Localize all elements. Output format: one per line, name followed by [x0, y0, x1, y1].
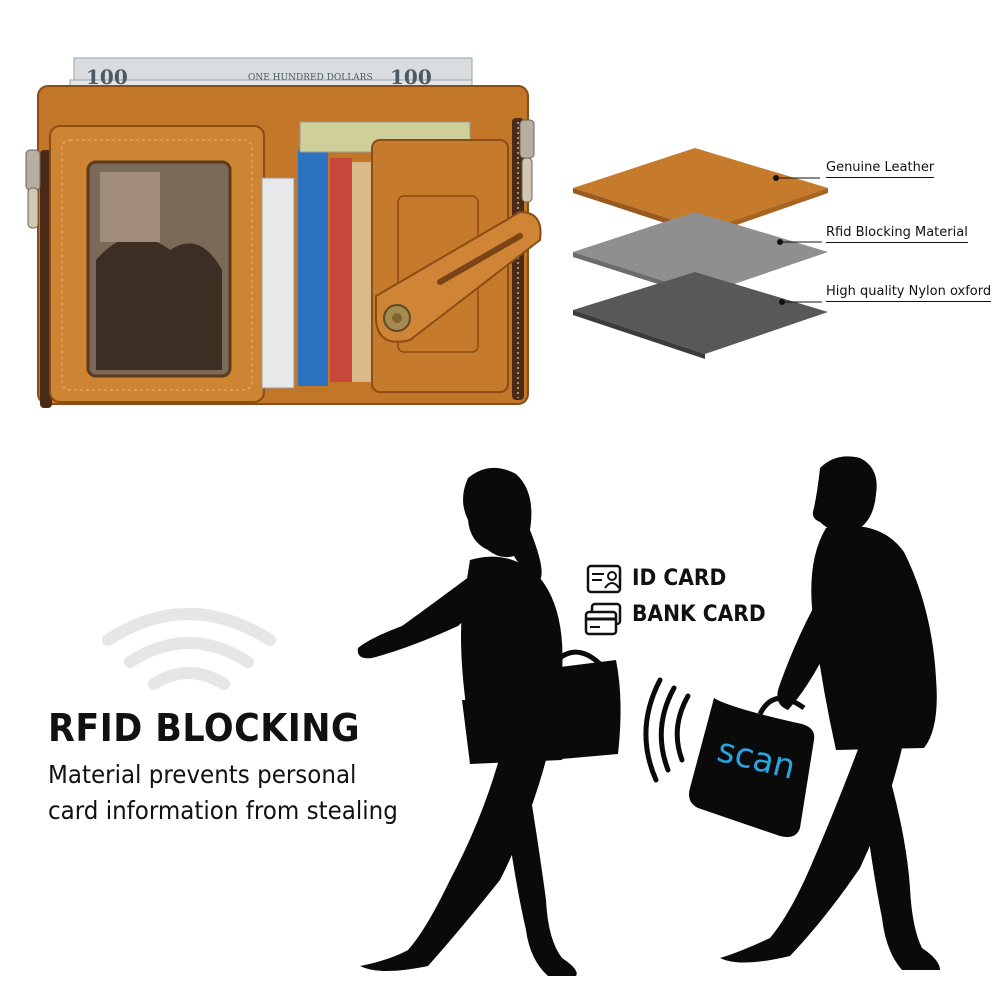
rfid-description-line-2: card information from stealing	[48, 796, 398, 825]
man-silhouette	[643, 456, 940, 970]
rfid-title: RFID BLOCKING	[48, 706, 361, 750]
rfid-description-line-1: Material prevents personal	[48, 760, 357, 789]
woman-silhouette	[357, 467, 621, 976]
wireless-signal-icon	[102, 608, 276, 690]
wallet-illustration: 100 100 ONE HUNDRED DOLLARS 100 100	[25, 57, 542, 408]
layer-rfid-swatch	[573, 212, 828, 294]
layer-nylon-swatch	[573, 272, 828, 354]
bank-card-icon	[584, 602, 622, 636]
bank-card-label: BANK CARD	[632, 602, 766, 627]
banknote-legend: ONE HUNDRED DOLLARS	[248, 73, 373, 83]
material-layers-diagram	[573, 148, 828, 359]
id-card-icon	[586, 564, 622, 594]
layer-label-rfid: Rfid Blocking Material	[826, 225, 968, 243]
layer-label-leather: Genuine Leather	[826, 160, 935, 178]
layer-leather-swatch	[573, 148, 828, 230]
id-card-label: ID CARD	[632, 566, 727, 591]
layer-label-nylon: High quality Nylon oxford	[826, 284, 992, 302]
